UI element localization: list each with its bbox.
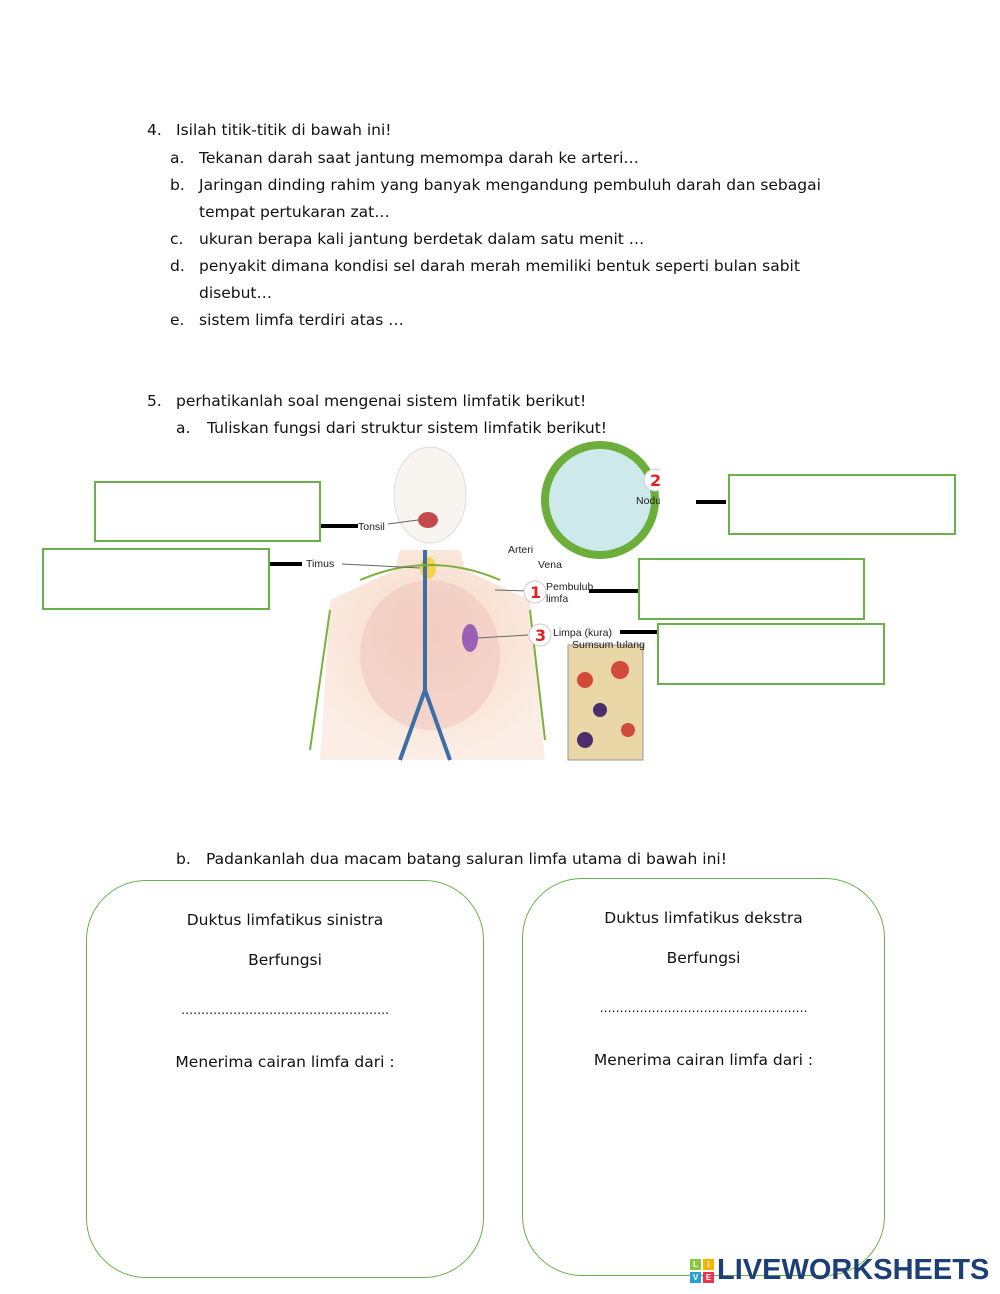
card-menerima-label: Menerima cairan limfa dari : (175, 1053, 395, 1071)
answer-box-pembuluh-limfa[interactable] (638, 558, 865, 620)
q4-title: Isilah titik-titik di bawah ini! (176, 121, 392, 139)
q5a-letter: a. (176, 419, 191, 437)
answer-box-limpa[interactable] (657, 623, 885, 685)
logo-letter: I (703, 1258, 714, 1270)
q4b-text: Jaringan dinding rahim yang banyak menga… (199, 176, 821, 194)
label-limpa: Limpa (kura) (553, 627, 612, 639)
q5b-text: Padankanlah dua macam batang saluran lim… (206, 850, 727, 868)
label-arteri: Arteri (508, 544, 533, 556)
marker-2: 2 (650, 471, 660, 490)
q4e-text: sistem limfa terdiri atas … (199, 311, 404, 329)
logo-squares-icon: L I V E (690, 1258, 714, 1283)
logo-text: LIVEWORKSHEETS (717, 1254, 990, 1286)
q4e-letter: e. (170, 311, 185, 329)
leader-line-timus (268, 562, 302, 566)
answer-box-timus[interactable] (42, 548, 270, 610)
card-fungsi-label: Berfungsi (666, 949, 741, 967)
label-nodus-limfa: Nodus limfa (636, 495, 660, 507)
label-pembuluh-limfa: limfa (546, 593, 568, 605)
label-pembuluh: Pembuluh (546, 581, 593, 593)
marker-1: 1 (530, 583, 541, 602)
card-duktus-sinistra: Duktus limfatikus sinistra Berfungsi ………… (86, 880, 484, 1278)
leader-line-limpa (620, 630, 657, 634)
card-fungsi-answer[interactable]: ……………………………………………. (599, 1001, 808, 1015)
q4a-text: Tekanan darah saat jantung memompa darah… (199, 149, 639, 167)
liveworksheets-logo[interactable]: L I V E LIVEWORKSHEETS (690, 1254, 989, 1287)
q4c-letter: c. (170, 230, 184, 248)
answer-box-tonsil[interactable] (94, 481, 321, 542)
leader-line-tonsil (320, 524, 358, 528)
leader-line-nodus (696, 500, 726, 504)
answer-box-nodus-limfa[interactable] (728, 474, 956, 535)
q5b-letter: b. (176, 850, 191, 868)
marker-3: 3 (535, 626, 546, 645)
logo-letter: V (690, 1271, 701, 1283)
card-fungsi-answer[interactable]: ……………………………………………. (181, 1003, 389, 1017)
q5a-text: Tuliskan fungsi dari struktur sistem lim… (207, 419, 608, 437)
logo-letter: E (703, 1271, 714, 1283)
leader-line-pembuluh (589, 589, 638, 593)
label-vena: Vena (538, 559, 562, 571)
lymphatic-system-illustration: 2 1 3 Tonsil Timus Arteri Vena Nodus lim… (306, 441, 660, 761)
label-timus: Timus (306, 558, 334, 570)
card-menerima-label: Menerima cairan limfa dari : (593, 1051, 814, 1069)
q4b-text-2: tempat pertukaran zat… (199, 203, 390, 221)
q4d-letter: d. (170, 257, 185, 275)
q4-number: 4. (147, 121, 162, 139)
q4c-text: ukuran berapa kali jantung berdetak dala… (199, 230, 645, 248)
logo-letter: L (690, 1258, 701, 1270)
card-title: Duktus limfatikus sinistra (186, 911, 384, 929)
label-tonsil: Tonsil (358, 521, 385, 533)
q4d-text-2: disebut… (199, 284, 272, 302)
label-sumsum-tulang: Sumsum tulang (572, 639, 645, 651)
card-fungsi-label: Berfungsi (248, 951, 322, 969)
q4d-text: penyakit dimana kondisi sel darah merah … (199, 257, 800, 275)
card-duktus-dekstra: Duktus limfatikus dekstra Berfungsi …………… (522, 878, 885, 1276)
q4b-letter: b. (170, 176, 185, 194)
q4a-letter: a. (170, 149, 185, 167)
q5-number: 5. (147, 392, 162, 410)
q5-title: perhatikanlah soal mengenai sistem limfa… (176, 392, 587, 410)
card-title: Duktus limfatikus dekstra (604, 909, 803, 927)
